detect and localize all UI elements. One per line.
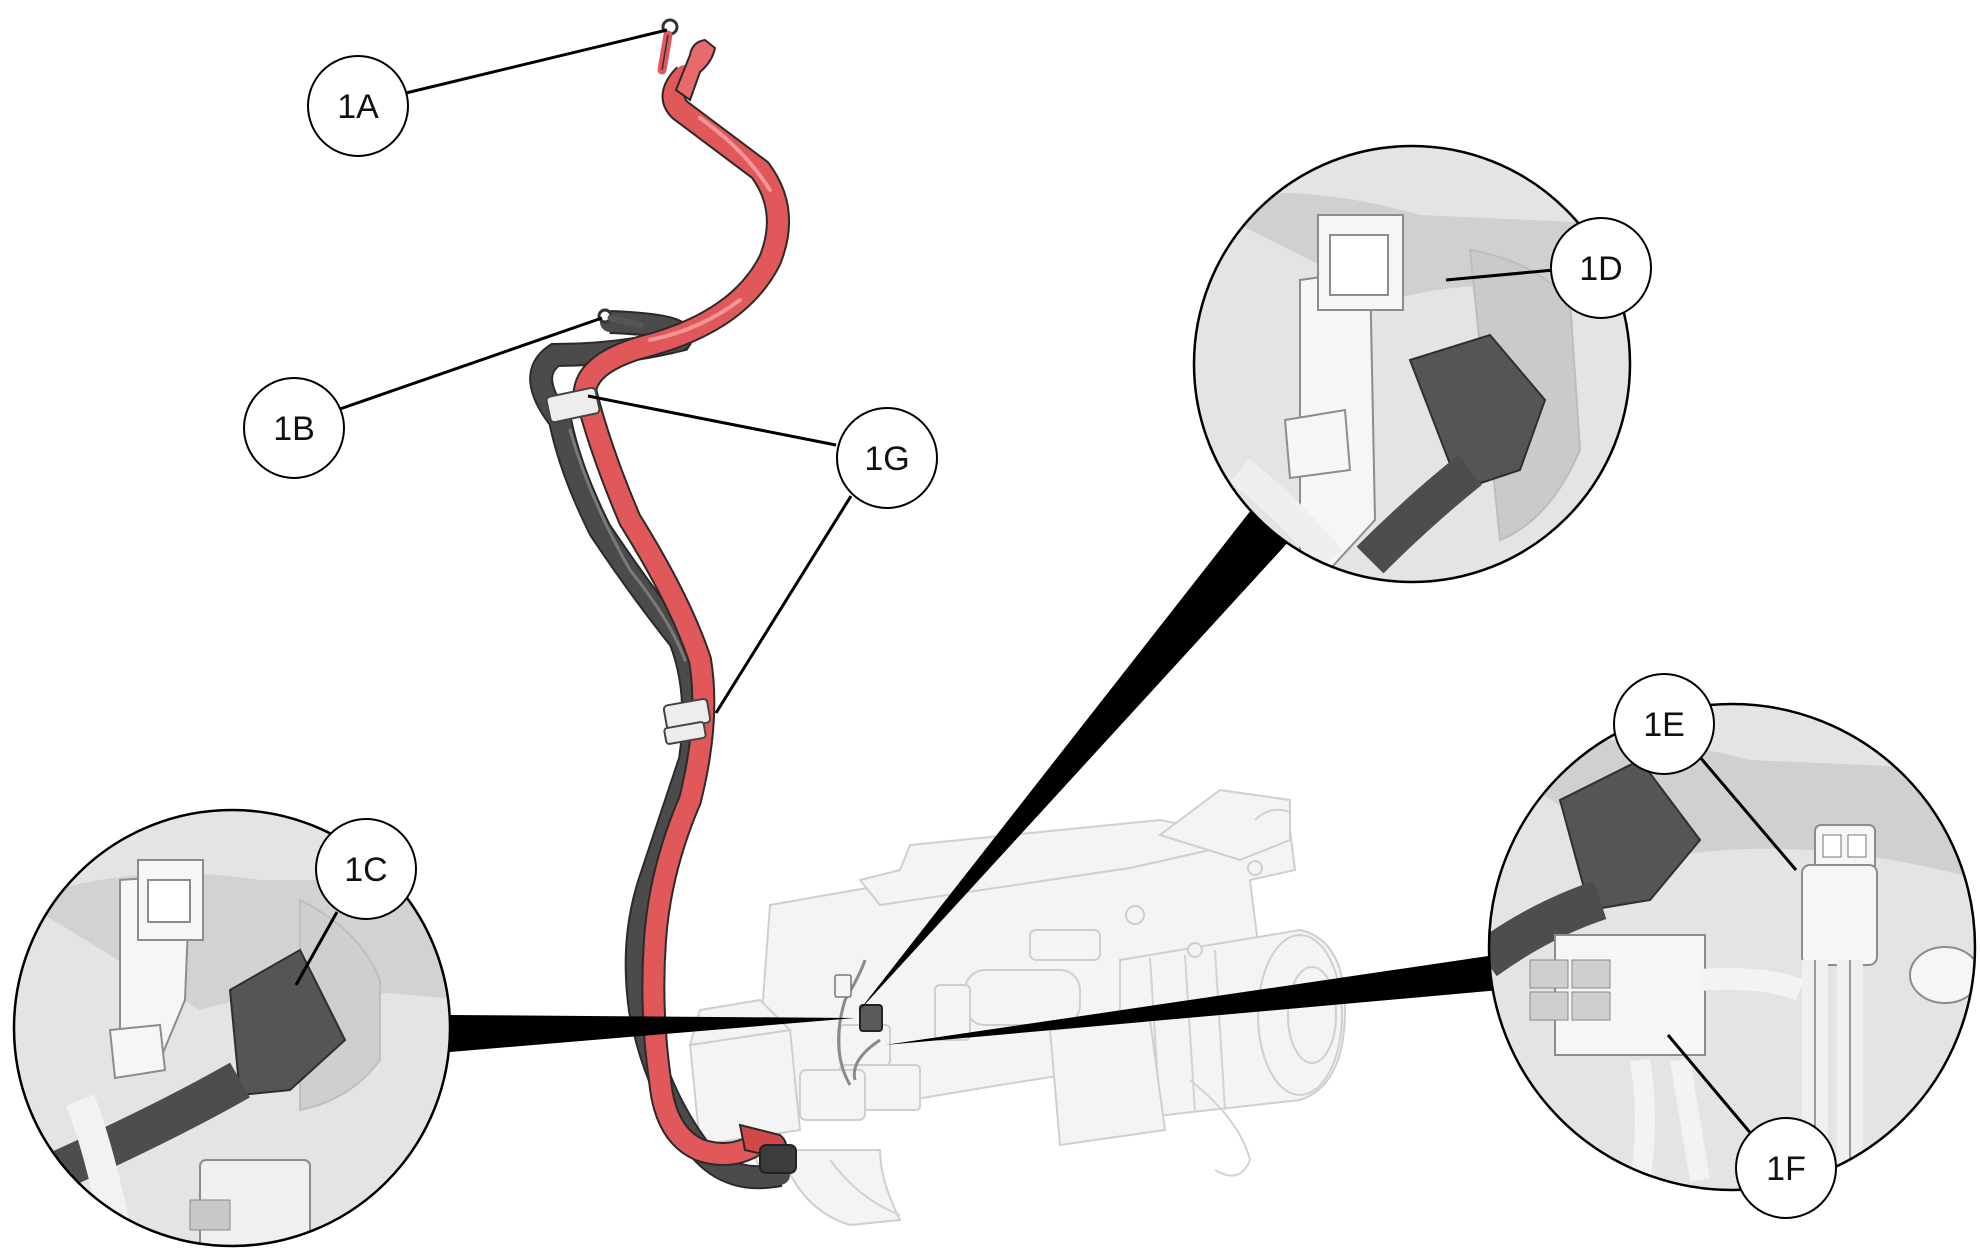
callout-1g: 1G [836,407,938,509]
callout-label-1c: 1C [344,851,387,889]
cable-bundle [529,18,883,1190]
callout-label-1g: 1G [864,440,909,478]
callout-label-1e: 1E [1643,706,1685,744]
callout-label-1b: 1B [273,410,315,448]
cable-tie-icon [545,386,601,424]
callout-1a: 1A [307,55,409,157]
detail-pointers [450,505,1500,1052]
callout-label-1a: 1A [337,88,379,126]
callout-1f: 1F [1735,1117,1837,1219]
ring-terminal-icon [657,18,679,75]
callout-label-1d: 1D [1579,250,1622,288]
detail-view-1e-1f [1487,702,1977,1192]
leader-lines [294,28,1798,1143]
callout-1e: 1E [1613,673,1715,775]
callout-1c: 1C [315,818,417,920]
callout-1d: 1D [1550,217,1652,319]
red-terminal-boot-icon [674,38,717,102]
callout-1b: 1B [243,377,345,479]
winch-assembly-ghost [751,788,1347,1227]
callout-label-1f: 1F [1766,1150,1806,1188]
